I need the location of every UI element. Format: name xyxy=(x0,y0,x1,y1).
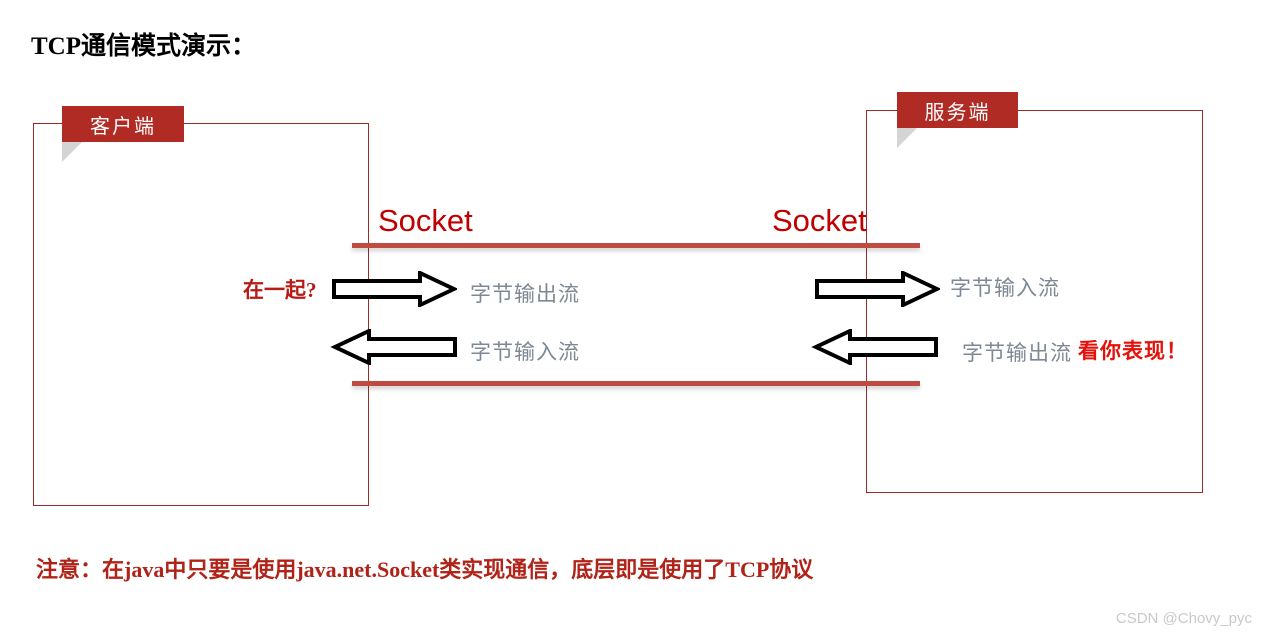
socket-channel-rail-bottom xyxy=(352,381,920,386)
bottom-note: 注意：在java中只要是使用java.net.Socket类实现通信，底层即是使… xyxy=(36,557,814,582)
client-label-tail-icon xyxy=(62,142,82,162)
server-input-stream-label: 字节输入流 xyxy=(950,276,1060,300)
client-output-stream-label: 字节输出流 xyxy=(470,282,580,306)
server-label-plate: 服务端 xyxy=(897,92,1018,128)
arrow-left-client-input-icon xyxy=(330,329,457,365)
server-annotation: 看你表现！ xyxy=(1078,339,1188,363)
watermark: CSDN @Chovy_pyc xyxy=(1115,610,1252,627)
arrow-left-server-output-icon xyxy=(811,329,938,365)
client-annotation: 在一起? xyxy=(243,278,317,302)
server-output-stream-label: 字节输出流 xyxy=(962,341,1072,365)
client-label-text: 客户端 xyxy=(90,115,156,138)
arrow-right-server-input-icon xyxy=(815,271,940,307)
socket-channel-rail-top xyxy=(352,243,920,248)
server-label-text: 服务端 xyxy=(924,101,991,124)
server-label-tail-icon xyxy=(897,128,917,148)
client-label-plate: 客户端 xyxy=(62,106,184,142)
client-input-stream-label: 字节输入流 xyxy=(470,340,580,364)
page-title: TCP通信模式演示： xyxy=(31,33,257,60)
server-endpoint-box xyxy=(866,110,1203,493)
arrow-right-client-output-icon xyxy=(332,271,457,307)
client-socket-label: Socket xyxy=(378,203,473,238)
server-socket-label: Socket xyxy=(772,203,867,238)
client-endpoint-box xyxy=(33,123,369,506)
